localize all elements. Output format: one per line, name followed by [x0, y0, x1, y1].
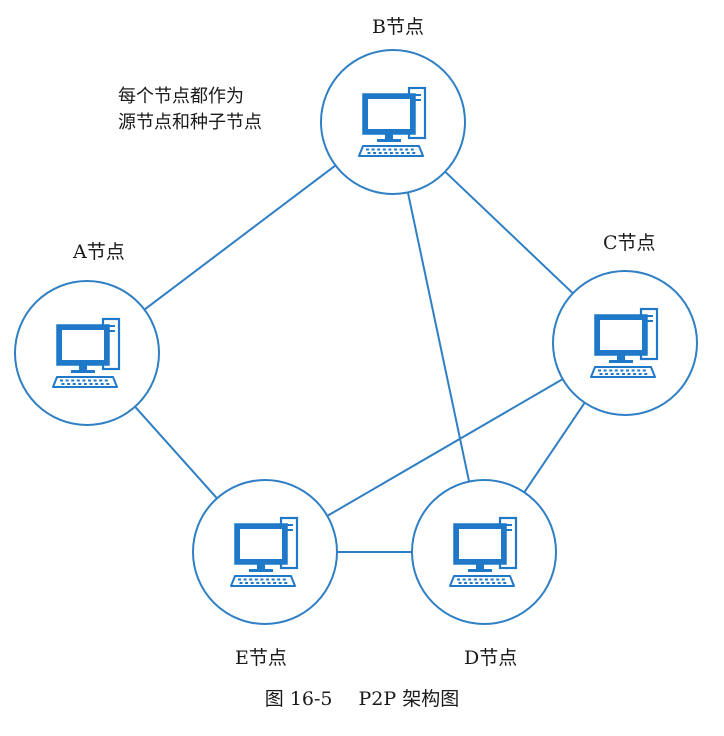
- desktop-computer-icon: [590, 307, 659, 378]
- figure-caption: 图 16-5 P2P 架构图: [0, 684, 724, 711]
- caption-number: 图 16-5: [264, 688, 333, 710]
- node-d: [411, 479, 557, 625]
- desktop-computer-icon: [230, 516, 299, 587]
- node-label-a: A节点: [73, 241, 125, 263]
- edge-a-e: [134, 406, 218, 499]
- edge-c-d: [523, 402, 586, 493]
- edge-b-c: [444, 170, 574, 295]
- node-e: [192, 479, 338, 625]
- annotation-line-1: 每个节点都作为: [118, 86, 244, 107]
- nodes-group: [14, 49, 698, 625]
- node-label-c: C节点: [603, 232, 656, 254]
- desktop-computer-icon: [52, 317, 121, 388]
- node-c: [552, 270, 698, 416]
- edge-a-b: [143, 164, 337, 311]
- edge-c-e: [326, 378, 564, 517]
- node-a: [14, 280, 160, 426]
- annotation-note: 每个节点都作为 源节点和种子节点: [118, 84, 262, 136]
- annotation-line-2: 源节点和种子节点: [118, 112, 262, 133]
- edge-b-d: [406, 192, 471, 482]
- desktop-computer-icon: [358, 86, 427, 157]
- node-b: [320, 49, 466, 195]
- desktop-computer-icon: [449, 516, 518, 587]
- caption-title: P2P 架构图: [358, 688, 460, 710]
- node-label-b: B节点: [372, 16, 424, 38]
- edges-group: [134, 164, 586, 553]
- node-label-e: E节点: [235, 647, 287, 669]
- node-label-d: D节点: [464, 647, 518, 669]
